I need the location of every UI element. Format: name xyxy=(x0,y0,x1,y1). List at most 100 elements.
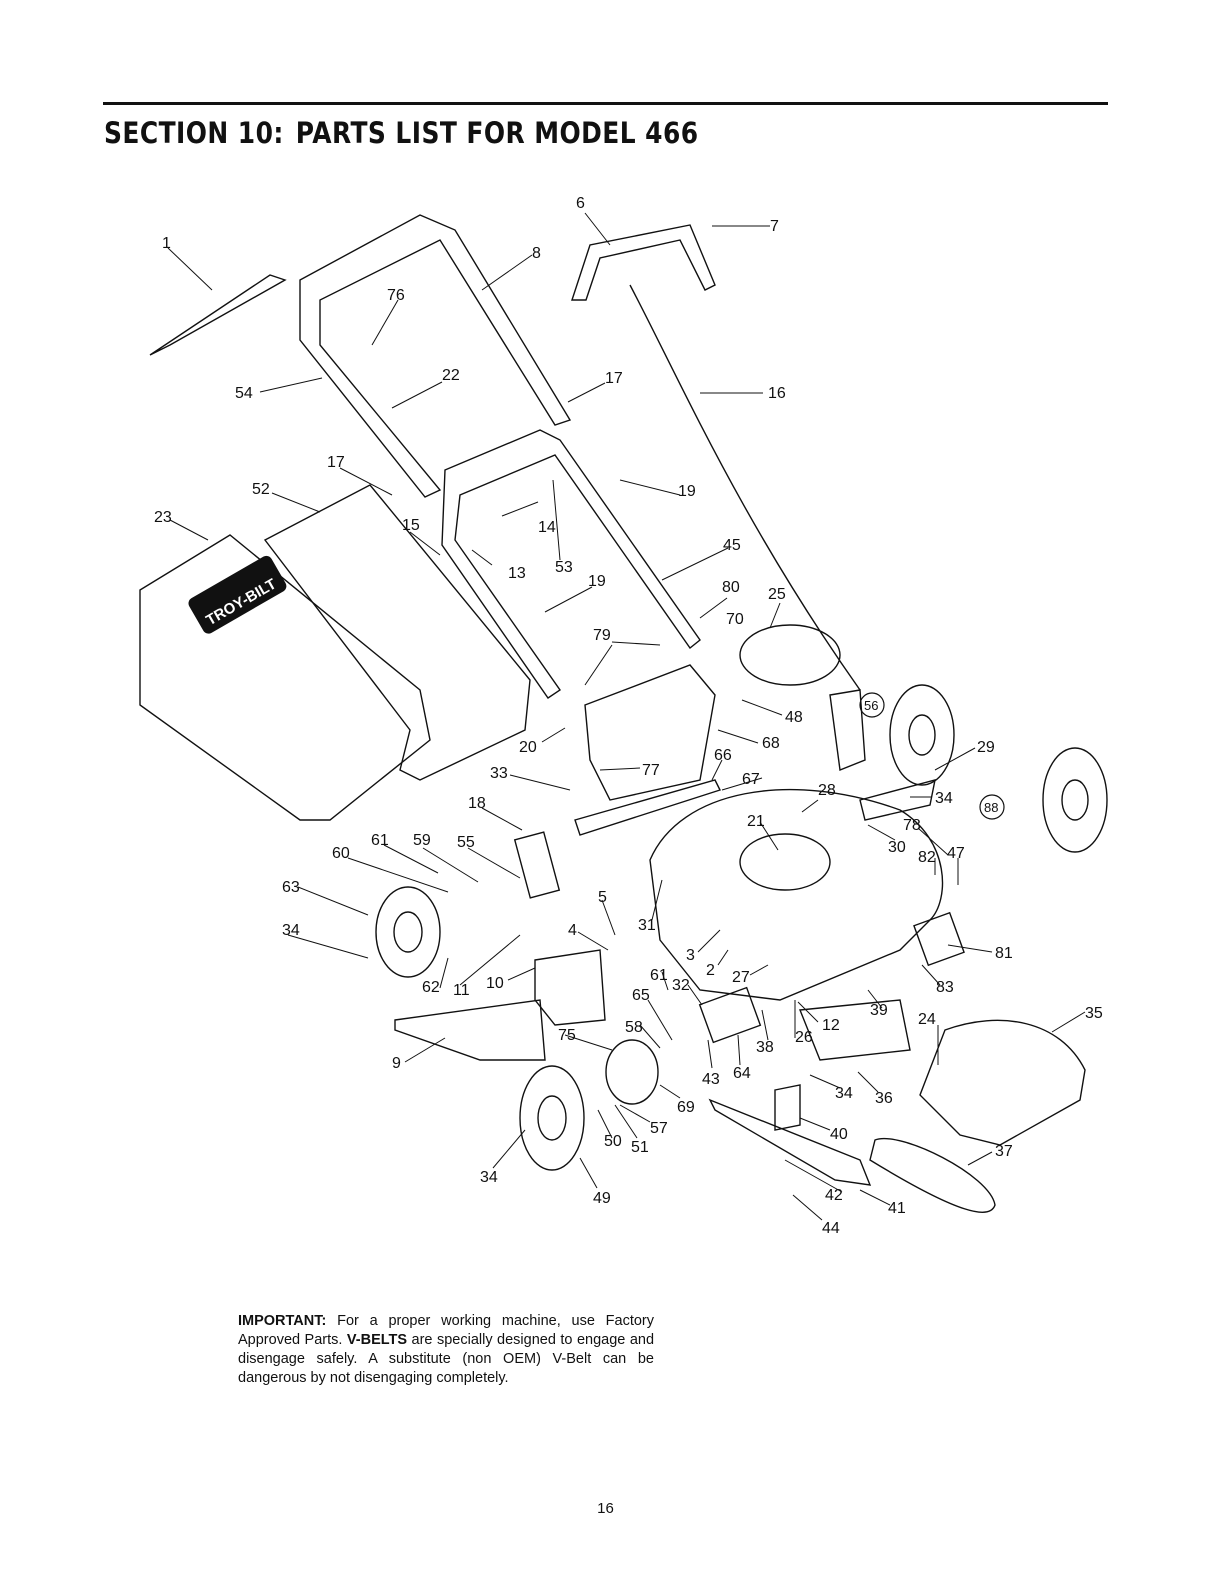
rear-left-wheel xyxy=(519,1065,585,1171)
callout-label: 21 xyxy=(747,813,765,830)
callout-label: 55 xyxy=(457,834,475,851)
callout-label: 9 xyxy=(392,1055,401,1072)
callout-label: 63 xyxy=(282,879,300,896)
front-baffle xyxy=(799,999,911,1061)
rear-deflector-bar xyxy=(574,779,721,836)
control-bail xyxy=(571,224,716,301)
v-belt xyxy=(869,1137,996,1213)
callout-label: 76 xyxy=(387,287,405,304)
callout-label: 57 xyxy=(650,1120,668,1137)
callout-label: 22 xyxy=(442,367,460,384)
deck-engine-mount xyxy=(739,833,831,891)
callout-label: 34 xyxy=(480,1169,498,1186)
front-right-wheel-hub xyxy=(1061,779,1089,821)
callout-label: 15 xyxy=(402,517,420,534)
callout-label: 33 xyxy=(490,765,508,782)
callout-label: 54 xyxy=(235,385,253,402)
callout-label: 11 xyxy=(453,982,470,999)
handle-lower xyxy=(441,429,701,699)
callout-label: 59 xyxy=(413,832,431,849)
callout-label: 17 xyxy=(327,454,345,471)
deck xyxy=(649,788,944,1001)
circled-callout-ring xyxy=(979,794,1005,820)
circled-callout-label: 88 xyxy=(984,800,998,815)
rear-door xyxy=(584,664,716,801)
callout-label: 48 xyxy=(785,709,803,726)
callout-label: 58 xyxy=(625,1019,643,1036)
callout-label: 80 xyxy=(722,579,740,596)
callout-label: 34 xyxy=(935,790,953,807)
callout-label: 30 xyxy=(888,839,906,856)
callout-label: 69 xyxy=(677,1099,695,1116)
callout-label: 66 xyxy=(714,747,732,764)
callout-label: 13 xyxy=(508,565,526,582)
callout-label: 4 xyxy=(568,922,577,939)
callout-label: 44 xyxy=(822,1220,840,1237)
callout-label: 49 xyxy=(593,1190,611,1207)
callout-label: 32 xyxy=(672,977,690,994)
transmission-housing xyxy=(698,986,762,1044)
callout-label: 6 xyxy=(576,195,585,212)
callout-label: 2 xyxy=(706,962,715,979)
handle-upper xyxy=(299,214,572,498)
cable xyxy=(629,284,861,691)
front-right-wheel xyxy=(1042,747,1108,853)
spacer xyxy=(774,1084,801,1131)
leader-lines xyxy=(167,212,1086,1221)
front-left-wheel xyxy=(375,886,441,978)
callout-label: 75 xyxy=(558,1027,576,1044)
page-number: 16 xyxy=(597,1500,614,1517)
callout-label: 64 xyxy=(733,1065,751,1082)
callout-label: 79 xyxy=(593,627,611,644)
callout-label: 31 xyxy=(638,917,656,934)
callout-label: 38 xyxy=(756,1039,774,1056)
callout-label: 51 xyxy=(631,1139,649,1156)
grass-bag-body xyxy=(139,534,431,821)
mulch-plug xyxy=(534,949,606,1026)
callout-label: 3 xyxy=(686,947,695,964)
callout-label: 42 xyxy=(825,1187,843,1204)
callout-label: 47 xyxy=(947,845,965,862)
callout-label: 12 xyxy=(822,1017,840,1034)
rear-shield xyxy=(394,999,546,1061)
circled-callout-ring xyxy=(859,692,885,718)
rear-height-bracket-2 xyxy=(829,689,866,771)
callout-label: 34 xyxy=(835,1085,853,1102)
callout-label: 19 xyxy=(678,483,696,500)
callout-label: 27 xyxy=(732,969,750,986)
callout-label: 83 xyxy=(936,979,954,996)
callout-label: 81 xyxy=(995,945,1013,962)
callout-label: 16 xyxy=(768,385,786,402)
section-rule xyxy=(103,102,1108,105)
rear-left-wheel-hub xyxy=(537,1095,567,1141)
callout-label: 10 xyxy=(486,975,504,992)
callout-label: 52 xyxy=(252,481,270,498)
vbelts-label: V-BELTS xyxy=(346,1332,408,1348)
callout-label: 23 xyxy=(154,509,172,526)
callout-label: 82 xyxy=(918,849,936,866)
engine-ring xyxy=(739,624,841,686)
callout-label: 24 xyxy=(918,1011,936,1028)
callout-label: 45 xyxy=(723,537,741,554)
rear-right-wheel-hub xyxy=(908,714,936,756)
callout-label: 25 xyxy=(768,586,786,603)
drive-wheel-gear xyxy=(605,1039,659,1105)
bail-wire xyxy=(149,274,287,356)
important-text: For a proper working machine, use Factor… xyxy=(238,1313,654,1348)
callout-label: 29 xyxy=(977,739,995,756)
circled-callout-label: 56 xyxy=(864,698,878,713)
callout-label: 60 xyxy=(332,845,350,862)
callout-label: 78 xyxy=(903,817,921,834)
important-label: IMPORTANT: xyxy=(238,1313,327,1329)
callout-label: 40 xyxy=(830,1126,848,1143)
callout-label: 68 xyxy=(762,735,780,752)
callout-label: 70 xyxy=(726,611,744,628)
part-drawings: TROY-BILT xyxy=(139,214,1108,1213)
rear-height-bracket xyxy=(513,831,561,899)
callout-label: 35 xyxy=(1085,1005,1103,1022)
callout-label: 17 xyxy=(605,370,623,387)
vbelts-text: are specially designed to engage and dis… xyxy=(238,1332,655,1386)
callout-label: 65 xyxy=(632,987,650,1004)
section-label: SECTION 10: xyxy=(104,116,284,150)
